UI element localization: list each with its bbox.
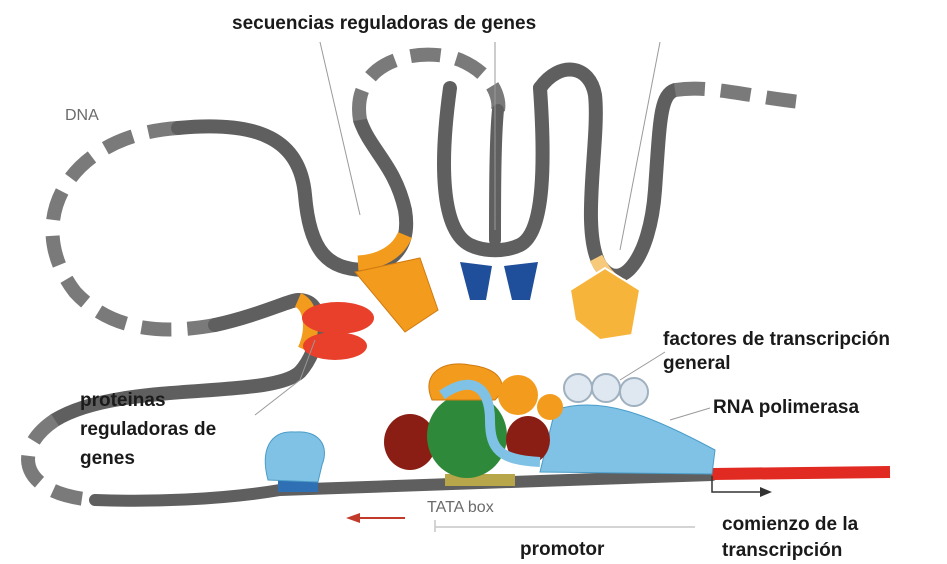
leader-polymerase [670, 408, 710, 420]
dna-dashed-top-arc [359, 55, 498, 120]
leader-general-factors [620, 352, 665, 380]
factor-orange-small [537, 394, 563, 420]
label-gene-regulatory-sequences: secuencias reguladoras de genes [232, 12, 536, 36]
label-general-transcription-factors: factores de transcripción general [663, 328, 890, 376]
upstream-arrow-head [346, 513, 360, 523]
regulatory-protein-lightblue [265, 432, 324, 482]
regulatory-protein-yellow [570, 268, 640, 340]
label-transcription-start: comienzo de la transcripción [722, 512, 858, 564]
leader-regulatory-seq-1 [320, 42, 360, 215]
label-dna: DNA [65, 104, 99, 128]
general-factor-circle-2 [592, 374, 620, 402]
regulatory-protein-blue-right [504, 262, 538, 300]
general-factor-circle-3 [620, 378, 648, 406]
rna-polymerase [540, 405, 715, 474]
dna-strand-loop3 [540, 70, 675, 276]
dna-main-strand [95, 475, 712, 501]
regulatory-protein-blue-left [460, 262, 492, 300]
transcribed-region [712, 472, 890, 474]
label-rna-polymerase: RNA polimerasa [713, 396, 859, 420]
transcription-start-arrowhead [760, 487, 772, 497]
regulatory-protein-red-top [302, 302, 374, 334]
dna-dashed-right-tail [675, 89, 800, 102]
dna-strand-upper-left [178, 126, 362, 270]
factor-orange-round [498, 375, 538, 415]
label-gene-regulatory-proteins: proteinas reguladoras de genes [80, 386, 216, 473]
dna-dashed-left-loop [52, 128, 215, 329]
label-promoter: promotor [520, 538, 604, 562]
label-tata-box: TATA box [427, 496, 494, 520]
general-factor-circle-1 [564, 374, 592, 402]
